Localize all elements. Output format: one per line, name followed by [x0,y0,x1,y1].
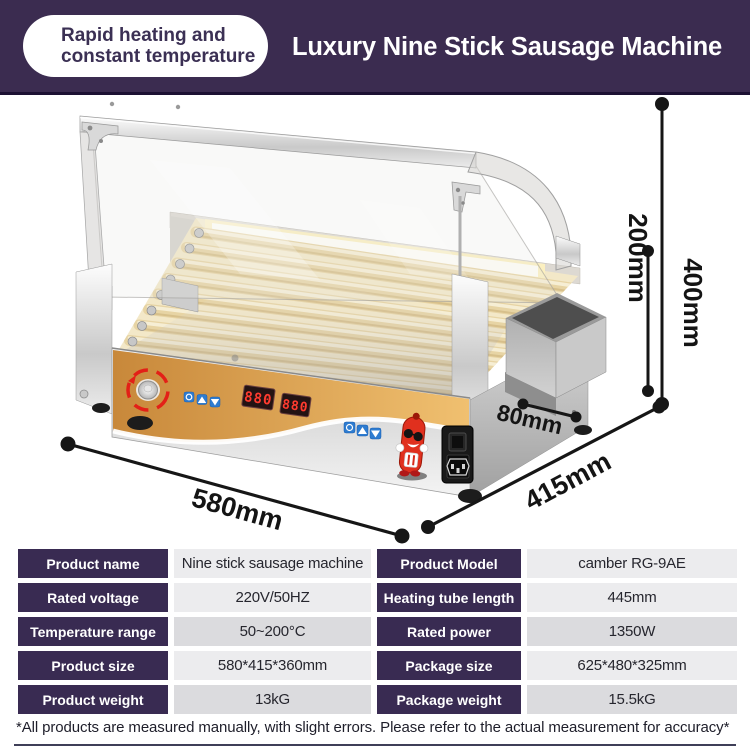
roller [185,250,566,307]
svg-text:200mm: 200mm [623,213,653,303]
roller-hub [137,321,147,331]
spec-label-cell: Temperature range [18,617,168,646]
spec-label-cell: Product size [18,651,168,680]
glass-screw [231,354,239,362]
spec-label-cell: Heating tube length [377,583,521,612]
spec-label-cell: Product name [18,549,168,578]
spec-label-cell: Package weight [377,685,521,714]
feature-badge: Rapid heating and constant temperature [23,15,268,77]
roller-hub [146,305,157,316]
roller [195,234,578,294]
glass-cover [79,101,581,362]
footer-divider [14,744,736,746]
svg-text:880: 880 [281,397,309,416]
spec-value-cell: 50~200°C [174,617,371,646]
foot [574,425,592,435]
power-socket[interactable] [441,425,474,484]
spec-value-cell: 15.5kG [527,685,737,714]
spec-value-cell: 13kG [174,685,371,714]
roller [181,242,570,308]
roller [194,227,578,289]
button-group-upper[interactable] [183,391,221,408]
spec-value-cell: 580*415*360mm [174,651,371,680]
roller-hub [194,228,204,238]
glass-clamp-right [555,235,581,267]
roller-hub [175,259,185,269]
page-title: Luxury Nine Stick Sausage Machine [292,33,722,61]
led-display-2: 880 [279,392,312,418]
dimension-200mm: 200mm [623,213,654,397]
down-arrow-icon [210,399,220,406]
spec-value-cell: Nine stick sausage machine [174,549,371,578]
roller [184,243,567,302]
up-arrow-icon [197,396,207,403]
spec-value-cell: 625*480*325mm [527,651,737,680]
foot [127,416,153,430]
spec-value-cell: 1350W [527,617,737,646]
temperature-dial[interactable] [122,364,173,415]
badge-line-1: Rapid heating and [61,25,226,46]
spec-value-cell: camber RG-9AE [527,549,737,578]
dimension-400mm: 400mm [655,97,708,411]
control-panel: 880 880 [122,364,474,484]
spec-label-cell: Package size [377,651,521,680]
spec-value-cell: 445mm [527,583,737,612]
roller [175,258,553,315]
residue-drawer [505,293,607,416]
led-display-1: 880 [241,384,276,411]
power-icon [185,393,193,401]
power-button[interactable] [183,391,195,403]
spec-label-cell: Rated voltage [18,583,168,612]
heat-lamp [212,223,538,277]
power-icon [345,423,354,432]
measurement-note: *All products are measured manually, wit… [16,719,730,736]
spec-label-cell: Product weight [18,685,168,714]
roller-hub [184,243,195,254]
roller [171,257,557,321]
spec-label-cell: Rated power [377,617,521,646]
svg-text:400mm: 400mm [678,258,708,348]
foot [458,489,482,503]
glass-clamp-left-rear [161,277,199,313]
foot [92,403,110,413]
up-arrow-icon [358,427,367,434]
spec-value-cell: 220V/50HZ [174,583,371,612]
power-button[interactable] [343,421,356,434]
badge-line-2: constant temperature [61,46,256,67]
spec-label-cell: Product Model [377,549,521,578]
sausage-mascot [395,412,429,481]
button-group-lower[interactable] [343,421,382,440]
svg-text:880: 880 [243,389,273,409]
down-arrow-icon [371,430,380,438]
roller [190,226,578,295]
